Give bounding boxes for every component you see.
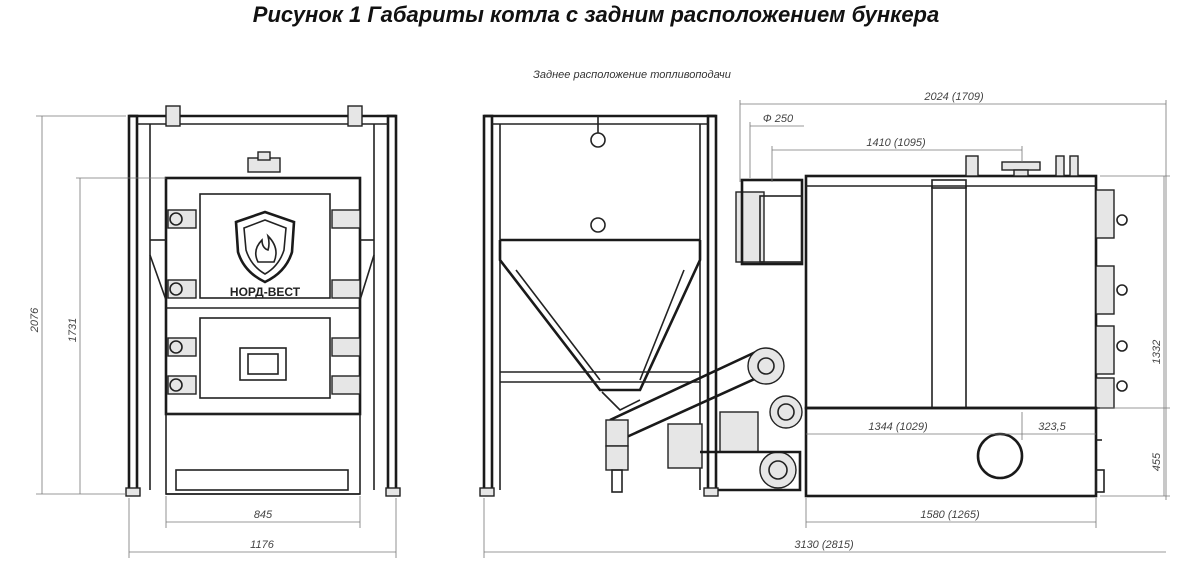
dim-base-height: 455: [1151, 452, 1163, 471]
dim-body-height: 1332: [1151, 340, 1163, 364]
dim-base-length: 1580 (1265): [920, 509, 980, 521]
dim-inner-height: 1731: [67, 318, 79, 342]
brand-label: НОРД-ВЕСТ: [230, 285, 301, 299]
front-view: НОРД-ВЕСТ 2076 1731 845 1176: [29, 105, 401, 558]
view-caption: Заднее расположение топливоподачи: [533, 69, 731, 81]
dim-length-total: 3130 (2815): [794, 539, 854, 551]
dim-top-length: 2024 (1709): [923, 91, 984, 103]
dim-flue-offset: 1410 (1095): [866, 137, 926, 149]
dim-body-length: 1344 (1029): [868, 421, 928, 433]
dim-overall-height: 2076: [29, 307, 41, 333]
dim-offset-323: 323,5: [1038, 421, 1066, 433]
dim-diameter: Ф 250: [763, 113, 794, 125]
side-view: Заднее расположение топливоподачи: [479, 69, 1170, 558]
figure-title: Рисунок 1 Габариты котла с задним распол…: [252, 2, 940, 27]
dim-width-total: 1176: [250, 539, 275, 551]
dim-width-inner: 845: [254, 509, 273, 521]
